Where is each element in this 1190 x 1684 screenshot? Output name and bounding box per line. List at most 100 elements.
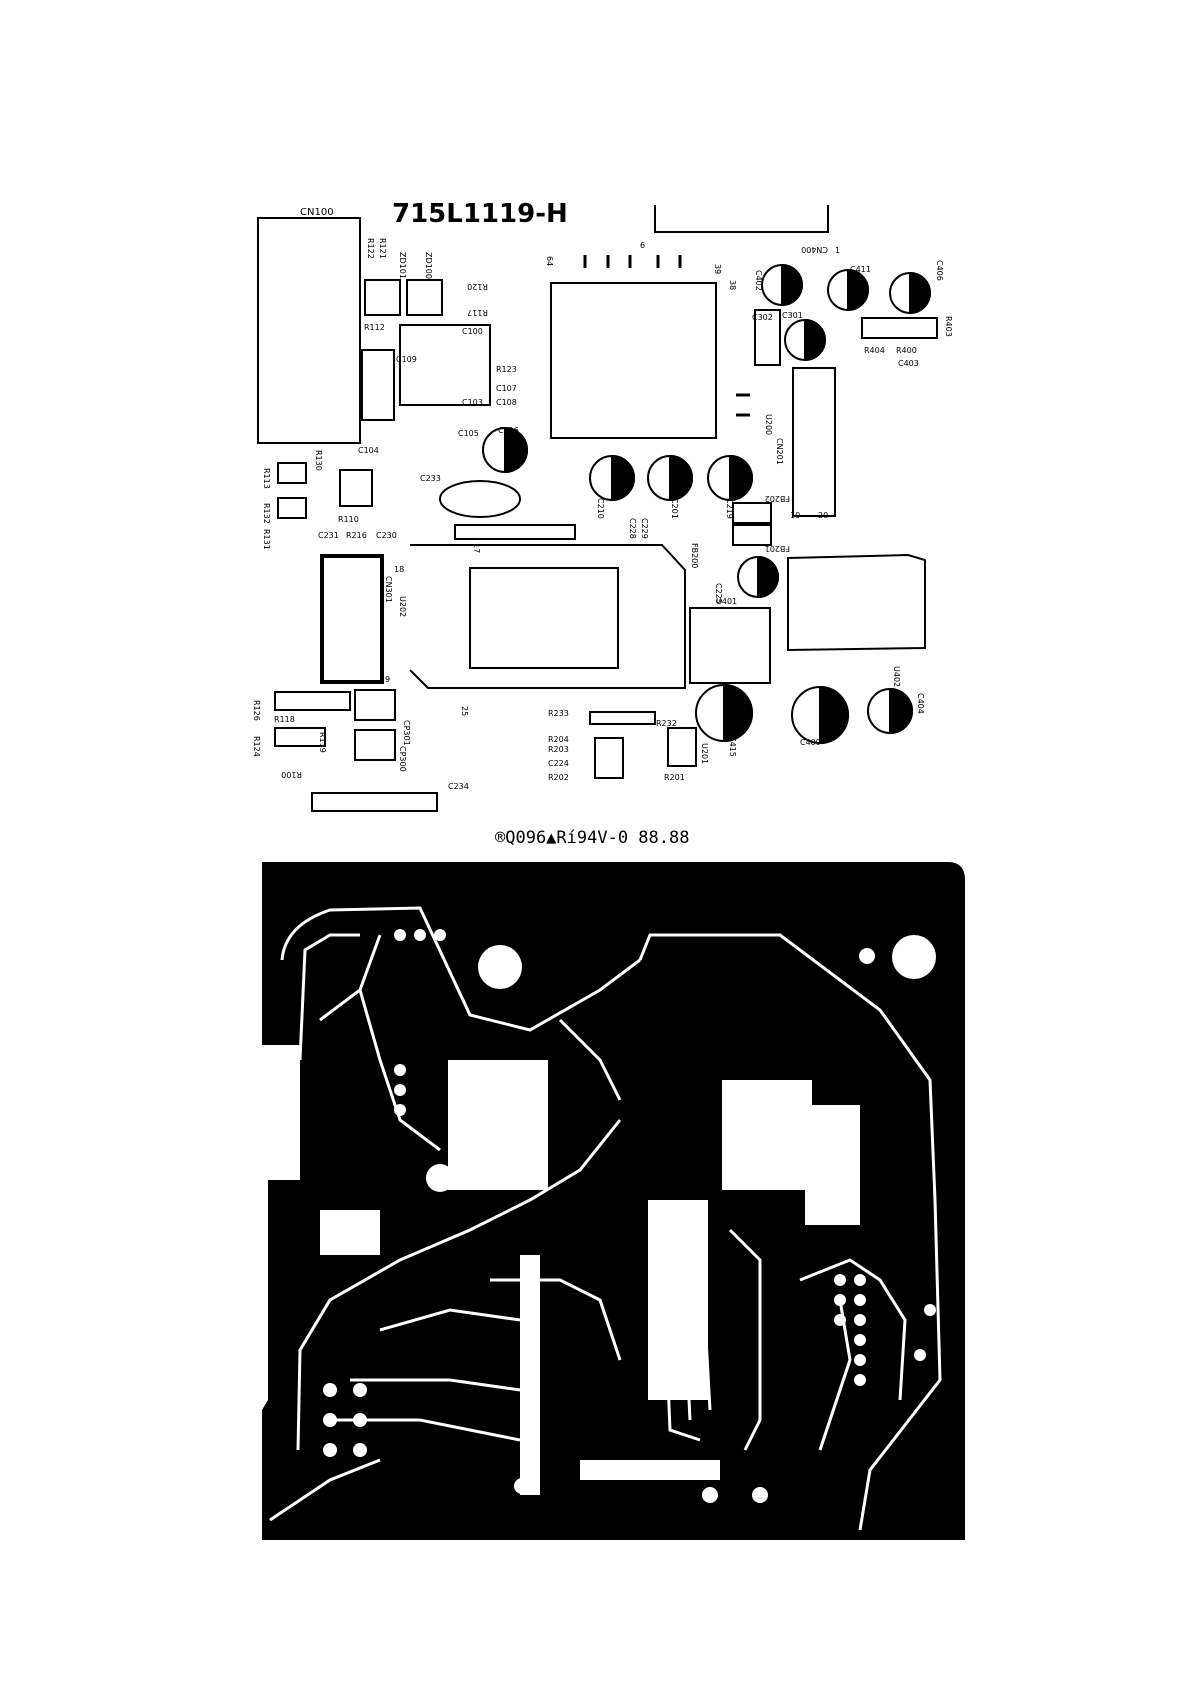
main-ic-outline [550, 282, 717, 439]
cap-c216 [482, 426, 528, 474]
pin-6: 6 [640, 241, 645, 250]
r130-block [277, 462, 307, 484]
ul-marking: ®Q096▲Rí94V-0 88.88 [495, 828, 689, 848]
label-cn100: CN100 [300, 207, 334, 218]
label-c104: C104 [358, 446, 379, 455]
label-c210: C210 [596, 498, 605, 519]
label-r132: R132 [262, 503, 271, 524]
cp300-block [354, 729, 396, 761]
label-u200: U200 [764, 414, 773, 435]
zd-block [406, 279, 443, 316]
u202-area-outline [409, 544, 686, 689]
label-u402: U402 [892, 666, 901, 687]
label-r124: R124 [252, 736, 261, 757]
pin-17: 17 [472, 543, 481, 553]
qfp-pad-area [448, 1060, 548, 1190]
label-c402: C402 [754, 270, 763, 291]
label-c234: C234 [448, 782, 469, 791]
pad-row [580, 1460, 720, 1480]
copper-fill [262, 862, 965, 1540]
trace-channel [648, 1200, 708, 1400]
cap-c402 [761, 263, 803, 307]
via-hole [702, 1487, 718, 1503]
r112-block [361, 349, 395, 421]
copper-layer [262, 862, 965, 1540]
label-c225: C225 [714, 583, 723, 604]
u201-block [667, 727, 697, 767]
label-c415: C415 [728, 736, 737, 757]
cn301-outline [320, 554, 384, 684]
label-r201: R201 [664, 773, 685, 782]
fb202-block [732, 502, 772, 524]
label-zd101: ZD101 [398, 252, 407, 279]
label-fb201: FB201 [765, 544, 790, 553]
label-r117: R117 [467, 308, 488, 317]
label-c406: C406 [935, 260, 944, 281]
label-u201: U201 [700, 743, 709, 764]
label-c411: C411 [850, 265, 871, 274]
label-c230: C230 [376, 531, 397, 540]
silkscreen-layout: 715L1119-H CN100 CN400 R122 R121 ZD100 Z… [252, 199, 953, 848]
label-r113: R113 [262, 468, 271, 489]
cap-c219 [707, 454, 753, 502]
label-cp301: CP301 [402, 720, 411, 746]
mounting-hole [859, 948, 875, 964]
pin-38: 38 [728, 280, 737, 290]
via-hole [426, 1164, 454, 1192]
label-r204: R204 [548, 735, 569, 744]
label-fb200: FB200 [690, 543, 699, 568]
bracket-outline [654, 205, 829, 233]
r204-block [594, 737, 624, 779]
label-r400: R400 [896, 346, 917, 355]
label-r123: R123 [496, 365, 517, 374]
pin-39: 39 [713, 264, 722, 274]
label-c108: C108 [496, 398, 517, 407]
pads [323, 929, 936, 1457]
cap-c415 [695, 683, 753, 743]
label-c229: C229 [640, 518, 649, 539]
cap-c225 [737, 555, 779, 599]
label-r130: R130 [314, 450, 323, 471]
label-cp300: CP300 [398, 746, 407, 772]
crystal-outline [439, 480, 521, 518]
c302-block [754, 309, 781, 366]
label-r216: R216 [346, 531, 367, 540]
label-c109: C109 [396, 355, 417, 364]
label-c216: C216 [498, 426, 519, 435]
label-c219: C219 [725, 498, 734, 519]
label-cn301: CN301 [384, 576, 393, 603]
smd-pad-area [320, 1210, 380, 1255]
label-r233: R233 [548, 709, 569, 718]
label-c233: C233 [420, 474, 441, 483]
pin-1: 1 [835, 246, 840, 255]
cap-c404 [867, 687, 913, 735]
label-r131: R131 [262, 529, 271, 550]
label-r232: R232 [656, 719, 677, 728]
label-c404: C404 [916, 693, 925, 714]
c231-strip [454, 524, 576, 540]
r131-block [277, 497, 307, 519]
mounting-hole [892, 935, 936, 979]
cp301-block [354, 689, 396, 721]
u202-outline [469, 567, 619, 669]
label-cn201: CN201 [775, 438, 784, 465]
label-r110: R110 [338, 515, 359, 524]
u401-outline [689, 607, 771, 684]
label-c100: C100 [462, 327, 483, 336]
r124-block [274, 727, 326, 747]
label-c107: C107 [496, 384, 517, 393]
pin-10: 10 [790, 511, 800, 520]
cap-c406 [889, 271, 931, 315]
label-c301: C301 [782, 311, 803, 320]
label-r404: R404 [864, 346, 885, 355]
label-u401: U401 [716, 597, 737, 606]
fb201-block [732, 524, 772, 546]
label-r202: R202 [548, 773, 569, 782]
r233-block [589, 711, 656, 725]
pin-25: 25 [460, 706, 469, 716]
ic-pin-ticks [583, 255, 750, 417]
bottom-strip-outline [311, 792, 438, 812]
pin-9: 9 [385, 675, 390, 684]
label-r203: R203 [548, 745, 569, 754]
pin-18: 18 [394, 565, 404, 574]
